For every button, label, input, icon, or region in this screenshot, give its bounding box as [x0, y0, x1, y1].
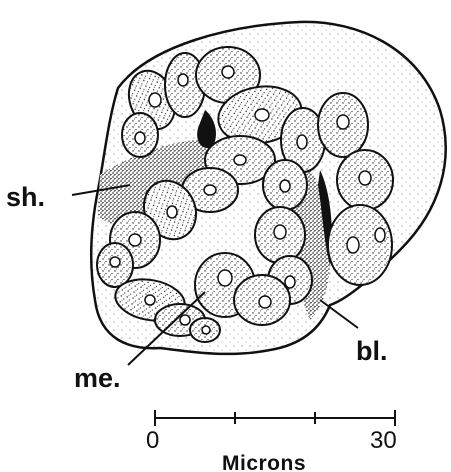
nucleus [375, 228, 385, 242]
nucleus [110, 257, 120, 267]
nucleus [129, 234, 141, 246]
nucleus [280, 180, 290, 192]
nucleus [359, 171, 371, 185]
nucleus [255, 109, 269, 121]
label-sheath: sh. [6, 182, 45, 212]
nucleus [347, 237, 359, 253]
scale-start-label: 0 [146, 427, 159, 454]
scale-end-label: 30 [370, 427, 397, 454]
cell [328, 205, 392, 285]
nucleus [145, 295, 155, 305]
scale-bar [155, 410, 395, 426]
label-mesenchyme: me. [74, 363, 121, 393]
nucleus [337, 115, 349, 129]
nucleus [178, 74, 188, 86]
nucleus [135, 132, 145, 144]
nucleus [274, 225, 286, 239]
nucleus [222, 66, 234, 78]
nucleus [149, 93, 161, 107]
nucleus [202, 326, 210, 334]
nucleus [234, 155, 246, 165]
nucleus [204, 185, 216, 195]
label-basal-lamina: bl. [356, 336, 388, 366]
nucleus [180, 315, 190, 325]
nucleus [218, 270, 232, 286]
nucleus [259, 296, 271, 308]
nucleus [297, 135, 307, 149]
scale-unit-label: Microns [222, 452, 306, 472]
nucleus [285, 276, 295, 288]
nucleus [167, 206, 177, 218]
